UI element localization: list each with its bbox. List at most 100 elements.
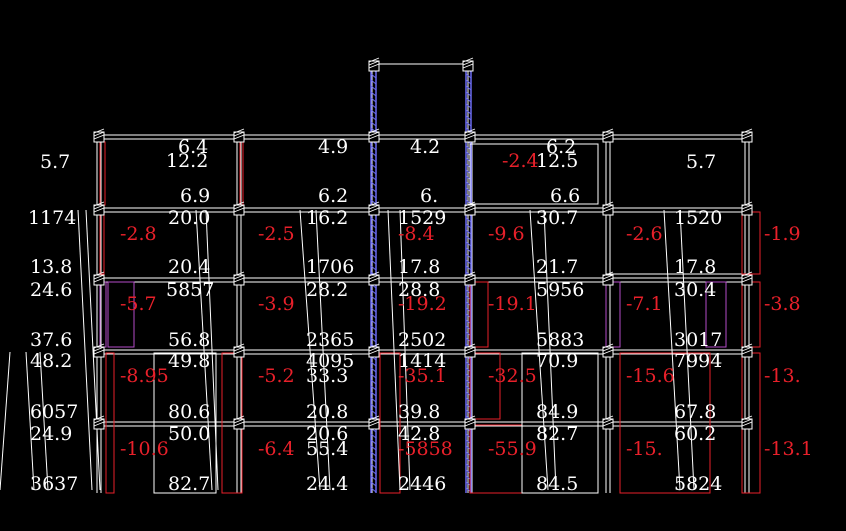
value-label: 6.9 (180, 185, 210, 207)
shaft-hatch (370, 181, 377, 187)
support-node (464, 271, 476, 286)
shaft-hatch (370, 175, 377, 181)
diagram-slope (663, 209, 681, 491)
support-node (368, 57, 380, 72)
support-node (602, 201, 614, 216)
shaft-hatch (370, 481, 377, 487)
value-label: 1706 (306, 256, 354, 278)
value-label: 5857 (166, 279, 214, 301)
support-node (464, 343, 476, 358)
support-node (602, 128, 614, 143)
value-label: 30.4 (674, 279, 716, 301)
value-label: -8.95 (120, 365, 169, 387)
value-label: 20.4 (168, 256, 210, 278)
moment-box (107, 281, 135, 348)
shaft-hatch (370, 433, 377, 439)
shaft-hatch (465, 247, 472, 253)
value-label: 5883 (536, 329, 584, 351)
value-label: -7.1 (626, 293, 663, 315)
value-label: 5.7 (686, 151, 716, 173)
shaft-hatch (370, 217, 377, 223)
support-node (93, 128, 105, 143)
value-label: 84.5 (536, 473, 578, 495)
value-label: 20.6 (306, 423, 348, 445)
shaft-hatch (370, 331, 377, 337)
shaft-hatch (370, 367, 377, 373)
shaft-hatch (370, 151, 377, 157)
shaft-hatch (465, 91, 472, 97)
value-label: -9.6 (488, 223, 525, 245)
support-node (741, 201, 753, 216)
shaft-hatch (370, 247, 377, 253)
value-label: 1520 (674, 207, 722, 229)
shaft-hatch (370, 319, 377, 325)
shaft-hatch (370, 337, 377, 343)
support-node (462, 57, 474, 72)
shaft-hatch (370, 169, 377, 175)
support-node (233, 271, 245, 286)
frame-lines (0, 63, 761, 494)
shaft-hatch (370, 289, 377, 295)
shaft-hatch (370, 445, 377, 451)
diagram-slope (315, 209, 331, 491)
moment-box (605, 281, 621, 348)
diagram-slope (529, 209, 549, 491)
value-label: 56.8 (168, 329, 210, 351)
shaft-hatch (370, 121, 377, 127)
diagram-slope (299, 209, 321, 491)
shaft-hatch (465, 115, 472, 121)
value-label: 5.7 (40, 151, 70, 173)
value-label: 6.2 (318, 185, 348, 207)
value-label: 2502 (398, 329, 446, 351)
shaft-hatch (465, 235, 472, 241)
diagram-slope (85, 209, 101, 491)
value-label: 55.4 (306, 438, 348, 460)
value-label: 84.9 (536, 401, 578, 423)
shaft-hatch (370, 301, 377, 307)
value-label: 6057 (30, 401, 78, 423)
shaft-hatch (370, 397, 377, 403)
value-label: -32.5 (488, 365, 537, 387)
value-label: 24.9 (30, 423, 72, 445)
value-label: 4095 (306, 350, 354, 372)
value-label: 48.2 (30, 350, 72, 372)
value-label: 82.7 (168, 473, 210, 495)
support-node (233, 128, 245, 143)
value-label: 6.2 (546, 136, 576, 158)
shaft-hatch (370, 109, 377, 115)
value-label: 4.2 (410, 136, 440, 158)
diagram-slope (387, 209, 401, 491)
value-label: -10.6 (120, 438, 169, 460)
moment-bar (379, 352, 401, 494)
value-label: 3017 (674, 329, 722, 351)
shaft-hatch (370, 391, 377, 397)
support-node (93, 343, 105, 358)
shaft-hatch (465, 223, 472, 229)
moment-box (153, 352, 217, 494)
support-node (741, 271, 753, 286)
value-label: 6.4 (178, 136, 208, 158)
value-label: 17.8 (674, 256, 716, 278)
shaft-hatch (465, 79, 472, 85)
value-label: -19.2 (398, 293, 447, 315)
value-label: 20.8 (306, 401, 348, 423)
shaft-hatch (370, 157, 377, 163)
value-label: 2365 (306, 329, 354, 351)
value-label: 37.6 (30, 329, 72, 351)
value-label: -13.1 (764, 438, 813, 460)
support-node (464, 415, 476, 430)
value-label: -15.6 (626, 365, 675, 387)
shaft-hatch (370, 313, 377, 319)
value-label: 4.9 (318, 136, 348, 158)
value-label: 28.2 (306, 279, 348, 301)
shaft-hatch (465, 241, 472, 247)
diagram-slope (195, 209, 213, 491)
shaft-hatch (465, 121, 472, 127)
value-label: -19.1 (488, 293, 537, 315)
shaft-hatch (465, 103, 472, 109)
value-label: 16.2 (306, 207, 348, 229)
value-label: 21.7 (536, 256, 578, 278)
support-node (741, 415, 753, 430)
shaft-hatch (370, 487, 377, 493)
